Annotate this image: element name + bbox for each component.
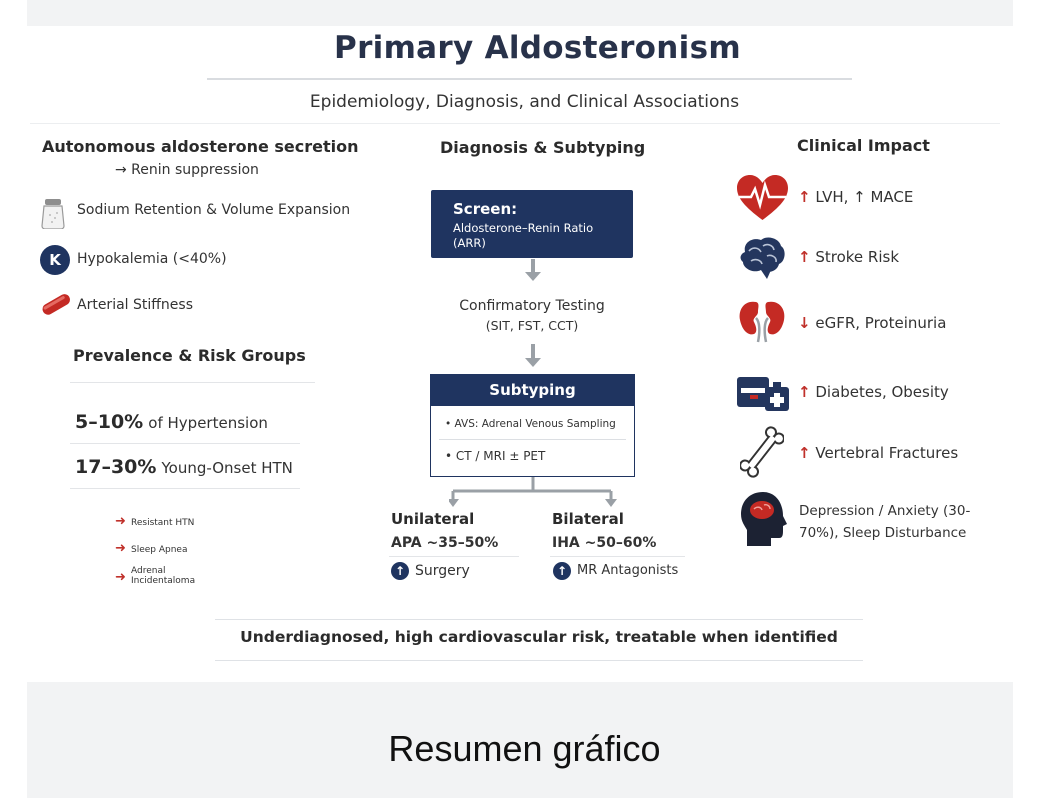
top-band (27, 0, 1013, 26)
impact-lvh: ↑ LVH, ↑ MACE (798, 188, 913, 206)
footer-divider-bottom (215, 660, 863, 661)
confirm-title: Confirmatory Testing (459, 298, 605, 314)
medical-kit-icon (735, 373, 791, 413)
up-circle-icon: ↑ (553, 562, 571, 580)
flow-arrow-stem (531, 259, 535, 272)
confirm-text: (SIT, FST, CCT) (485, 318, 579, 333)
risk-group-sleep-apnea: ➜ Sleep Apnea (115, 537, 188, 556)
left-item-hypokalemia: Hypokalemia (<40%) (77, 251, 227, 267)
impact-arrow: ↑ (798, 444, 811, 462)
impact-stroke: ↑ Stroke Risk (798, 248, 899, 266)
flow-arrow-stem (531, 344, 535, 358)
left-heading: Autonomous aldosterone secretion (42, 137, 359, 156)
impact-label: eGFR, Proteinuria (815, 314, 947, 332)
unilateral-divider (389, 556, 519, 557)
footer-note: Underdiagnosed, high cardiovascular risk… (240, 628, 838, 646)
salt-shaker-icon (40, 197, 66, 230)
subtitle-divider (30, 123, 1000, 124)
subtyping-divider (439, 439, 626, 440)
impact-diabetes: ↑ Diabetes, Obesity (798, 383, 949, 401)
impact-label: LVH, ↑ MACE (815, 188, 914, 206)
page-subtitle: Epidemiology, Diagnosis, and Clinical As… (309, 92, 740, 112)
bilateral-title: Bilateral (552, 510, 624, 528)
potassium-k-icon: K (40, 245, 70, 275)
impact-label: Vertebral Fractures (815, 444, 959, 462)
bilateral-treatment: MR Antagonists (577, 563, 679, 578)
risk-group-incidentaloma: ➜ Adrenal Incidentaloma (115, 566, 206, 586)
risk-group-resistant: ➜ Resistant HTN (115, 510, 194, 529)
flow-arrow-down-icon (525, 358, 541, 367)
impact-arrow: ↑ (798, 248, 811, 266)
risk-group-label: Resistant HTN (131, 518, 195, 528)
prevalence-young-onset-value: 17–30% (75, 456, 157, 478)
bilateral-value: IHA ~50–60% (552, 535, 657, 551)
red-arrow-icon: ➜ (115, 570, 126, 585)
left-item-arterial: Arterial Stiffness (77, 297, 193, 313)
impact-arrow: ↑ (798, 383, 811, 401)
impact-label: Diabetes, Obesity (815, 383, 949, 401)
branch-arrows (447, 477, 619, 509)
impact-egfr: ↓ eGFR, Proteinuria (798, 314, 946, 332)
risk-group-label: Adrenal Incidentaloma (131, 566, 196, 586)
screen-box: Screen: Aldosterone–Renin Ratio (ARR) (431, 190, 633, 258)
risk-group-label: Sleep Apnea (131, 545, 188, 555)
heart-icon (735, 173, 790, 223)
screen-title: Screen: (453, 200, 518, 218)
title-divider (207, 78, 852, 80)
prevalence-divider-2 (70, 443, 300, 444)
brain-icon (737, 234, 787, 282)
caption: Resumen gráfico (388, 728, 661, 769)
prevalence-hypertension-value: 5–10% (75, 411, 144, 433)
subtyping-item-imaging: • CT / MRI ± PET (445, 449, 546, 463)
left-item-sodium: Sodium Retention & Volume Expansion (77, 202, 351, 218)
bone-icon (739, 425, 785, 479)
up-circle-icon: ↑ (391, 562, 409, 580)
impact-fractures: ↑ Vertebral Fractures (798, 444, 958, 462)
prevalence-hypertension-label: of Hypertension (148, 414, 268, 432)
caption-band (27, 682, 1013, 798)
unilateral-title: Unilateral (391, 510, 475, 528)
middle-heading: Diagnosis & Subtyping (440, 138, 646, 157)
impact-arrow: ↓ (798, 314, 811, 332)
artery-icon (38, 291, 74, 317)
subtyping-item-avs: • AVS: Adrenal Venous Sampling (445, 418, 616, 430)
impact-label: Stroke Risk (815, 248, 900, 266)
head-brain-icon (737, 490, 789, 548)
red-arrow-icon: ➜ (115, 541, 126, 556)
bilateral-divider (550, 556, 685, 557)
unilateral-value: APA ~35–50% (391, 535, 499, 551)
unilateral-treatment: Surgery (415, 563, 470, 579)
screen-text: Aldosterone–Renin Ratio (ARR) (453, 221, 594, 250)
left-heading-sub: → Renin suppression (115, 162, 259, 178)
prevalence-young-onset-label: Young-Onset HTN (161, 459, 293, 477)
subtyping-box: Subtyping • AVS: Adrenal Venous Sampling… (430, 374, 635, 477)
kidney-icon (736, 298, 788, 344)
impact-arrow: ↑ (798, 188, 811, 206)
flow-arrow-down-icon (525, 272, 541, 281)
footer-divider-top (215, 619, 863, 620)
right-heading: Clinical Impact (797, 136, 930, 155)
prevalence-divider-3 (70, 488, 300, 489)
subtyping-title: Subtyping (431, 375, 634, 406)
red-arrow-icon: ➜ (115, 514, 126, 529)
prevalence-heading: Prevalence & Risk Groups (73, 346, 306, 365)
prevalence-divider (70, 382, 315, 383)
page-title: Primary Aldosteronism (334, 30, 741, 66)
impact-depression: Depression / Anxiety (30-70%), Sleep Dis… (799, 503, 971, 541)
prevalence-young-onset: 17–30% Young-Onset HTN (75, 456, 293, 478)
prevalence-hypertension: 5–10% of Hypertension (75, 411, 268, 433)
